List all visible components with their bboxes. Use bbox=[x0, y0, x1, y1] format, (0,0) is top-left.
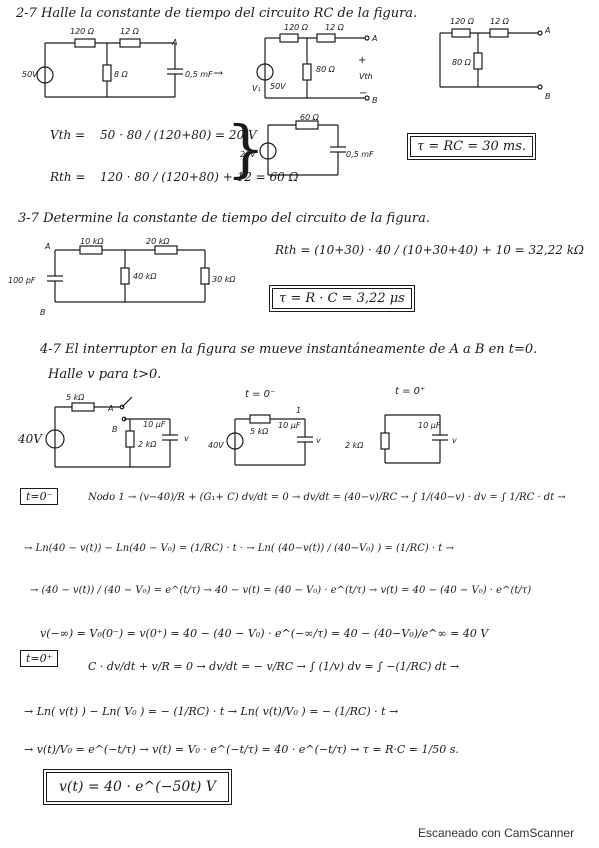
c37-cap-label: 100 pF bbox=[8, 276, 36, 285]
c47b-v-label: v bbox=[316, 436, 321, 445]
c2-r1-label: 120 Ω bbox=[284, 23, 308, 32]
circuit-4-7-t0-minus bbox=[226, 414, 313, 466]
c47a-node-a: A bbox=[108, 404, 114, 413]
c37-node-b: B bbox=[40, 308, 46, 317]
c1-cap-label: 0,5 mF bbox=[185, 70, 213, 79]
c37-r1-label: 10 kΩ bbox=[80, 237, 104, 246]
c1-node-a: A bbox=[172, 38, 178, 47]
c3-r3-label: 80 Ω bbox=[452, 58, 471, 67]
vth-rhs: 50 · 80 / (120+80) = 20 V bbox=[100, 128, 257, 142]
c2-node-b: B bbox=[372, 96, 378, 105]
case-t0-minus: t=0⁻ bbox=[20, 488, 59, 505]
c2-v1-label: V₁ bbox=[252, 84, 261, 93]
c47b-time: t = 0⁻ bbox=[245, 389, 276, 400]
circuit-3-7 bbox=[47, 245, 210, 303]
rth-lhs: Rth = bbox=[50, 170, 86, 184]
c4-r-label: 60 Ω bbox=[300, 113, 319, 122]
derivation-line-3: → (40 − v(t)) / (40 − V₀) = e^(t/τ) → 40… bbox=[30, 585, 532, 596]
c37-r3-label: 40 kΩ bbox=[133, 272, 157, 281]
problem-4-7-title-line-1: 4-7 El interruptor en la figura se mueve… bbox=[40, 342, 538, 357]
c47a-node-b: B bbox=[112, 425, 118, 434]
c2-node-a: A bbox=[372, 34, 378, 43]
c37-r4-label: 30 kΩ bbox=[212, 275, 236, 284]
c1-r1-label: 120 Ω bbox=[70, 27, 94, 36]
c47a-cap-label: 10 μF bbox=[143, 420, 166, 429]
case-t0-plus: t=0⁺ bbox=[20, 650, 59, 667]
circuit-2-7-original bbox=[36, 38, 183, 98]
derivation-line-5: C · dv/dt + v/R = 0 → dv/dt = − v/RC → ∫… bbox=[88, 660, 460, 673]
c2-r2-label: 12 Ω bbox=[325, 23, 344, 32]
c1-r3-label: 8 Ω bbox=[114, 70, 128, 79]
rth-3-7: Rth = (10+30) · 40 / (10+30+40) + 10 = 3… bbox=[275, 243, 584, 257]
c47c-cap-label: 10 μF bbox=[418, 421, 441, 430]
c2-minus: − bbox=[359, 88, 368, 99]
brace: } bbox=[226, 112, 266, 185]
c2-source-label: 50V bbox=[270, 82, 286, 91]
derivation-line-6: → Ln( v(t) ) − Ln( V₀ ) = − (1/RC) · t →… bbox=[24, 705, 399, 718]
rth-rhs: 120 · 80 / (120+80) + 12 = 60 Ω bbox=[100, 170, 299, 184]
c4-cap-label: 0,5 mF bbox=[346, 150, 374, 159]
circuit-2-7-rth bbox=[439, 28, 543, 90]
c47b-cap-label: 10 μF bbox=[278, 421, 301, 430]
c47c-time: t = 0⁺ bbox=[395, 386, 426, 397]
problem-2-7-title: 2-7 Halle la constante de tiempo del cir… bbox=[16, 6, 418, 21]
circuit-4-7-original bbox=[45, 396, 178, 468]
c1-source-label: 50V bbox=[22, 70, 38, 79]
circuit-2-7-equivalent bbox=[259, 120, 346, 176]
result-2-7: τ = RC = 30 ms. bbox=[406, 133, 537, 160]
c47c-r-label: 2 kΩ bbox=[345, 441, 364, 450]
c47a-r2-label: 2 kΩ bbox=[138, 440, 157, 449]
problem-4-7-title-line-2: Halle v para t>0. bbox=[48, 367, 162, 382]
c47a-source-label: 40V bbox=[18, 432, 42, 446]
c3-node-b: B bbox=[545, 92, 551, 101]
c1-r2-label: 12 Ω bbox=[120, 27, 139, 36]
c2-r3-label: 80 Ω bbox=[316, 65, 335, 74]
result-4-7: v(t) = 40 · e^(−50t) V bbox=[43, 769, 232, 805]
c47b-source-label: 40V bbox=[208, 441, 224, 450]
c2-plus: + bbox=[358, 55, 367, 66]
c47c-v-label: v bbox=[452, 436, 457, 445]
c37-node-a: A bbox=[45, 242, 51, 251]
c37-r2-label: 20 kΩ bbox=[146, 237, 170, 246]
derivation-line-7: → v(t)/V₀ = e^(−t/τ) → v(t) = V₀ · e^(−t… bbox=[24, 743, 459, 756]
result-3-7: τ = R · C = 3,22 μs bbox=[269, 285, 415, 312]
c2-vth-label: Vth bbox=[359, 72, 373, 81]
derivation-line-4: v(−∞) = V₀(0⁻) = v(0⁺) = 40 − (40 − V₀) … bbox=[40, 627, 489, 640]
c3-node-a: A bbox=[545, 26, 551, 35]
c47a-v-label: v bbox=[184, 434, 189, 443]
c3-r2-label: 12 Ω bbox=[490, 17, 509, 26]
derivation-line-2: → Ln(40 − v(t)) − Ln(40 − V₀) = (1/RC) ·… bbox=[24, 543, 454, 554]
scanner-watermark: Escaneado con CamScanner bbox=[418, 826, 575, 840]
c47b-r-label: 5 kΩ bbox=[250, 427, 269, 436]
c47a-r1-label: 5 kΩ bbox=[66, 393, 85, 402]
c3-r1-label: 120 Ω bbox=[450, 17, 474, 26]
circuit-2-7-thevenin bbox=[256, 33, 370, 101]
c47b-node-1: 1 bbox=[296, 406, 302, 415]
arrow-1: → bbox=[213, 66, 224, 80]
problem-3-7-title: 3-7 Determine la constante de tiempo del… bbox=[18, 211, 431, 226]
c4-source-label: 20V bbox=[240, 150, 256, 159]
circuit-4-7-t0-plus bbox=[380, 414, 448, 464]
vth-lhs: Vth = bbox=[50, 128, 86, 142]
derivation-line-1: Nodo 1 → (v−40)/R + (G₁+ C) dv/dt = 0 → … bbox=[88, 492, 566, 503]
